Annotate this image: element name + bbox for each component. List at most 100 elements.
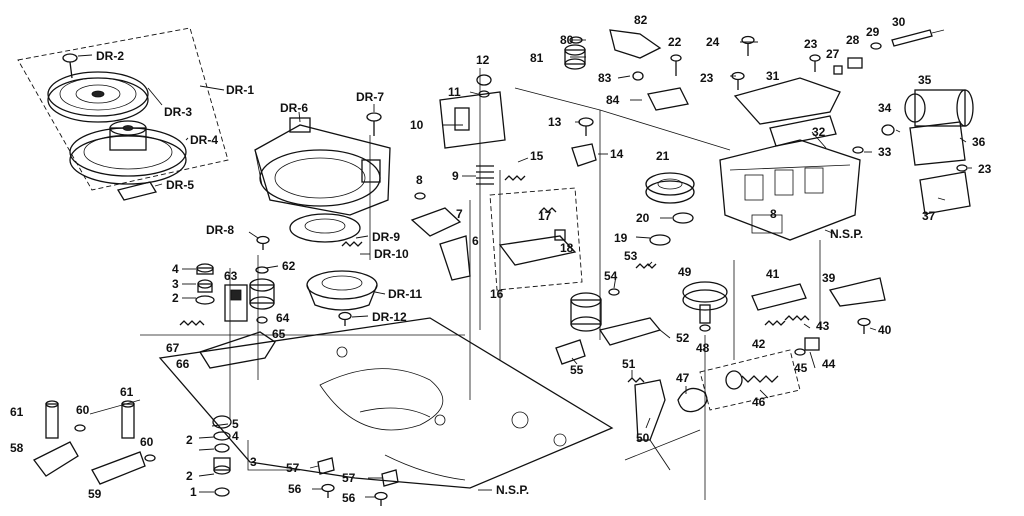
- screw-22: [670, 54, 682, 76]
- callout-61-right: 61: [120, 385, 134, 399]
- callout-labels: DR-2 DR-1 DR-3 DR-4 DR-5 DR-6 DR-7 DR-8 …: [10, 13, 992, 505]
- spring-9: [476, 165, 494, 185]
- callout-23-right: 23: [978, 162, 992, 176]
- washer-65: [256, 316, 268, 324]
- bracket-14: [571, 143, 597, 167]
- callout-9: 9: [452, 169, 459, 183]
- callout-29: 29: [866, 25, 880, 39]
- roller-81: [564, 44, 586, 70]
- callout-7: 7: [456, 207, 463, 221]
- callout-39: 39: [822, 271, 836, 285]
- callout-5: 5: [232, 417, 239, 431]
- callout-8-right: 8: [770, 207, 777, 221]
- washer-29: [870, 42, 882, 50]
- callout-2-lower: 2: [186, 469, 193, 483]
- solenoid-55-52: [570, 292, 662, 346]
- screw-56-right: [374, 491, 388, 506]
- callout-34: 34: [878, 101, 892, 115]
- pin-61-left: [45, 400, 59, 439]
- callout-27: 27: [826, 47, 840, 61]
- callout-57-left: 57: [286, 461, 300, 475]
- callout-60-right: 60: [140, 435, 154, 449]
- callout-52: 52: [676, 331, 690, 345]
- callout-37: 37: [922, 209, 936, 223]
- dr4-reel-table: [69, 120, 187, 185]
- callout-12: 12: [476, 53, 490, 67]
- callout-8-center: 8: [416, 173, 423, 187]
- screw-13: [578, 117, 594, 136]
- lever-31: [733, 77, 841, 125]
- callout-53: 53: [624, 249, 638, 263]
- bracket-10: [439, 91, 506, 149]
- callout-24: 24: [706, 35, 720, 49]
- callout-dr10: DR-10: [374, 247, 409, 261]
- dr8-screw: [256, 235, 270, 250]
- screw-23-top: [731, 71, 745, 90]
- callout-45: 45: [794, 361, 808, 375]
- block-28: [847, 57, 863, 69]
- dr10-spring: [341, 241, 363, 247]
- nut-27: [833, 65, 843, 75]
- motor-35: [904, 89, 974, 127]
- callout-84: 84: [606, 93, 620, 107]
- callout-44: 44: [822, 357, 836, 371]
- callout-4-upper: 4: [172, 262, 179, 276]
- callout-3-lower: 3: [250, 455, 257, 469]
- bracket-36: [909, 121, 966, 166]
- gear-20: [672, 212, 694, 224]
- callout-dr9: DR-9: [372, 230, 400, 244]
- callout-31: 31: [766, 69, 780, 83]
- washer-60-right: [144, 454, 156, 462]
- callout-40: 40: [878, 323, 892, 337]
- bracket-84: [647, 87, 689, 111]
- slide-16: [498, 235, 577, 266]
- clip-18: [554, 229, 566, 241]
- pulley-stack-2-3-4: [195, 263, 215, 305]
- callout-63: 63: [224, 269, 238, 283]
- dr6-chassis: [254, 117, 391, 216]
- callout-16: 16: [490, 287, 504, 301]
- callout-81: 81: [530, 51, 544, 65]
- spring-67: [179, 320, 205, 326]
- gear-19: [649, 234, 671, 246]
- callout-43: 43: [816, 319, 830, 333]
- lever-58: [33, 441, 79, 477]
- callout-42: 42: [752, 337, 766, 351]
- callout-23-top: 23: [700, 71, 714, 85]
- cap-12: [476, 74, 492, 86]
- callout-33: 33: [878, 145, 892, 159]
- screw-24: [741, 35, 755, 56]
- leader-lines: [77, 39, 972, 498]
- callout-15: 15: [530, 149, 544, 163]
- pin-83: [632, 71, 644, 81]
- dr5-tab: [116, 181, 158, 201]
- callout-11: 11: [448, 85, 461, 99]
- spring-51: [627, 377, 645, 383]
- pin-61-right: [121, 400, 135, 439]
- callout-dr6: DR-6: [280, 101, 308, 115]
- callout-67: 67: [166, 341, 180, 355]
- callout-10: 10: [410, 118, 424, 132]
- washer-62: [255, 266, 269, 274]
- spring-53: [635, 263, 657, 269]
- callout-61-left: 61: [10, 405, 24, 419]
- callout-80: 80: [560, 33, 574, 47]
- callout-dr2: DR-2: [96, 49, 124, 63]
- callout-54: 54: [604, 269, 618, 283]
- washer-11: [478, 90, 490, 98]
- gear-21: [645, 172, 695, 204]
- dr1-assembly-box: [17, 27, 229, 191]
- roller-64: [249, 278, 275, 310]
- dr11-clutch: [306, 270, 378, 311]
- block-44: [804, 337, 820, 351]
- callout-32: 32: [812, 125, 826, 139]
- screw-23-mid: [809, 54, 821, 72]
- callout-59: 59: [88, 487, 102, 501]
- screw-30: [891, 29, 945, 47]
- callout-62: 62: [282, 259, 296, 273]
- callout-60-left: 60: [76, 403, 90, 417]
- callout-66: 66: [176, 357, 190, 371]
- callout-nsp-base: N.S.P.: [496, 483, 529, 497]
- dr12-screw: [338, 311, 352, 326]
